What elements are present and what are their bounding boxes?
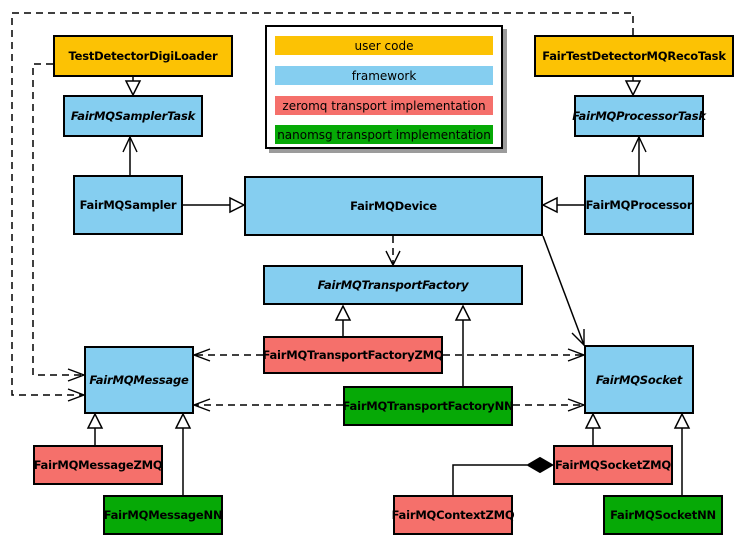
node-fair-test-detector-mq-reco-task: FairTestDetectorMQRecoTask [534,35,734,77]
node-fair-mq-message: FairMQMessage [84,346,194,414]
dependency-factorynn-message [192,398,343,412]
inheritance-messagezmq-message [86,412,104,445]
inheritance-recotask-processortask [624,77,642,97]
inheritance-factoryzmq-transportfactory [334,304,352,336]
node-fair-mq-message-nn: FairMQMessageNN [103,495,223,535]
inheritance-processor-device [541,196,584,214]
node-fair-mq-socket: FairMQSocket [584,345,694,414]
dependency-factoryzmq-socket [443,348,586,362]
node-test-detector-digi-loader: TestDetectorDigiLoader [53,35,233,77]
node-fair-mq-message-zmq: FairMQMessageZMQ [33,445,163,485]
composition-contextzmq-socketzmq [452,456,555,495]
inheritance-messagenn-message [174,412,192,495]
association-sampler-samplertask [122,135,138,175]
dependency-device-transportfactory [385,236,401,267]
node-fair-mq-socket-nn: FairMQSocketNN [603,495,723,535]
association-device-socket [542,235,585,347]
node-fair-mq-transport-factory: FairMQTransportFactory [263,265,523,305]
node-fair-mq-context-zmq: FairMQContextZMQ [392,495,515,535]
inheritance-factorynn-transportfactory [454,304,472,386]
legend-item-framework: framework [275,66,493,85]
node-fair-mq-socket-zmq: FairMQSocketZMQ [553,445,673,485]
node-fair-mq-sampler-task: FairMQSamplerTask [63,95,203,137]
node-fair-mq-processor: FairMQProcessor [584,175,694,235]
node-fair-mq-sampler: FairMQSampler [73,175,183,235]
association-processor-processortask [631,135,647,175]
legend-item-zeromq: zeromq transport implementation [275,96,493,115]
node-fair-mq-processor-task: FairMQProcessorTask [572,95,706,137]
inheritance-socketnn-socket [673,412,691,495]
node-fair-mq-device: FairMQDevice [244,176,543,236]
legend-item-nanomsg: nanomsg transport implementation [275,125,493,144]
legend: user code framework zeromq transport imp… [265,25,503,149]
dependency-factorynn-socket [513,398,586,412]
node-fair-mq-transport-factory-nn: FairMQTransportFactoryNN [343,386,514,426]
node-fair-mq-transport-factory-zmq: FairMQTransportFactoryZMQ [263,336,444,374]
inheritance-digiloader-samplertask [124,77,142,97]
inheritance-sampler-device [183,196,246,214]
legend-item-user-code: user code [275,36,493,55]
dependency-factoryzmq-message [192,348,263,362]
inheritance-socketzmq-socket [584,412,602,445]
